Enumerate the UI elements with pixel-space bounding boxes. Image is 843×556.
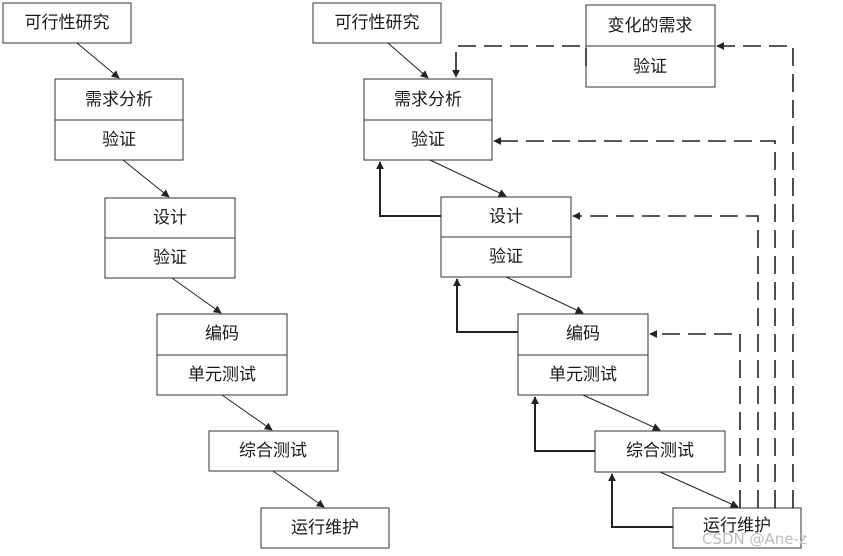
right-arrow-1	[387, 42, 429, 79]
left-waterfall	[2, 2, 390, 549]
right-unit-test-label: 单元测试	[549, 365, 617, 385]
left-labels: 可行性研究 需求分析 验证 设计 验证 编码 单元测试 综合测试 运行维护	[25, 13, 360, 538]
left-unit-test-label: 单元测试	[188, 365, 256, 385]
right-changing-verify-label: 验证	[633, 57, 667, 77]
feedback-design-to-requirements	[376, 161, 441, 217]
left-maintenance-label: 运行维护	[291, 518, 359, 538]
left-design-verify-label: 验证	[153, 248, 187, 268]
right-changing-requirements-label: 变化的需求	[608, 16, 693, 36]
right-waterfall	[312, 2, 802, 549]
left-arrow-2	[122, 159, 170, 198]
left-coding-label: 编码	[205, 324, 239, 344]
left-feasibility-label: 可行性研究	[25, 13, 110, 33]
feedback-integration-to-coding	[531, 396, 595, 452]
left-maintenance-box	[260, 507, 390, 549]
dashed-to-design	[572, 212, 759, 508]
right-design-label: 设计	[489, 207, 523, 227]
right-integration-box	[594, 430, 726, 473]
feedback-maintenance-to-integration	[608, 473, 673, 528]
feedback-coding-to-design	[453, 278, 518, 333]
right-feasibility-label: 可行性研究	[335, 13, 420, 33]
right-integration-label: 综合测试	[626, 441, 694, 461]
right-coding-label: 编码	[566, 324, 600, 344]
right-feasibility-box	[312, 2, 442, 44]
right-requirements-verify-label: 验证	[411, 130, 445, 150]
left-arrow-3	[171, 277, 222, 314]
right-maintenance-label: 运行维护	[703, 516, 771, 536]
dashed-to-requirements-verify	[493, 137, 776, 508]
left-arrow-5	[272, 470, 325, 508]
right-flow-arrows	[387, 42, 739, 508]
left-integration-label: 综合测试	[239, 441, 307, 461]
left-flow-arrows	[76, 42, 325, 508]
dashed-changing-to-requirements	[452, 45, 587, 78]
left-requirements-label: 需求分析	[85, 90, 153, 110]
right-arrow-4	[582, 394, 661, 431]
dashed-to-changing-requirements	[716, 42, 794, 508]
right-arrow-5	[659, 471, 739, 508]
left-arrow-1	[76, 42, 120, 79]
right-arrow-2	[429, 159, 507, 197]
left-arrow-4	[221, 394, 273, 431]
watermark-text: CSDN @Ane-z	[702, 530, 807, 548]
left-design-label: 设计	[153, 208, 187, 228]
right-feedback-dashed	[452, 42, 794, 508]
left-feasibility-box	[2, 2, 132, 44]
right-requirements-label: 需求分析	[394, 90, 462, 110]
left-requirements-verify-label: 验证	[102, 130, 136, 150]
right-maintenance-box	[672, 507, 802, 549]
right-feedback-solid	[376, 161, 673, 528]
right-design-verify-label: 验证	[489, 247, 523, 267]
right-labels: 可行性研究 变化的需求 验证 需求分析 验证 设计 验证 编码 单元测试 综合测…	[335, 13, 772, 536]
dashed-to-coding	[649, 330, 741, 508]
right-arrow-3	[505, 276, 584, 314]
